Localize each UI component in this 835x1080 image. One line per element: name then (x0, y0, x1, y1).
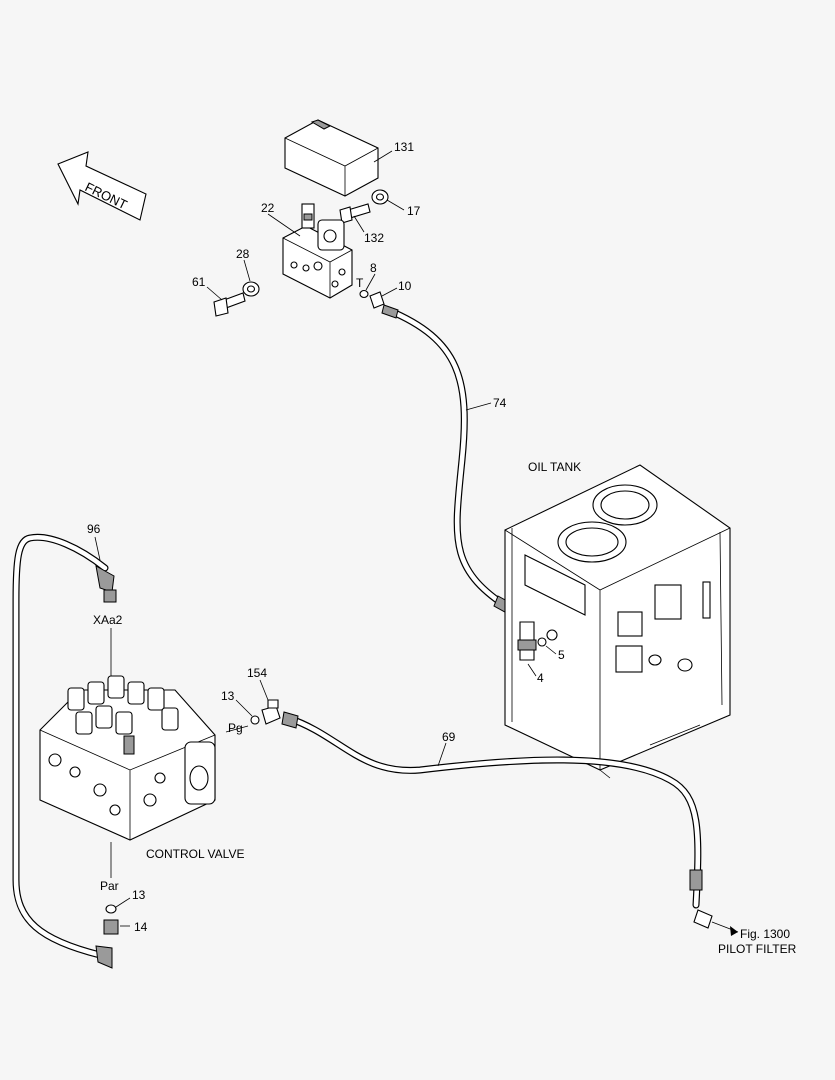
washer-part-17 (371, 189, 389, 205)
control-valve-label: CONTROL VALVE (146, 847, 244, 861)
adapter-part-10 (369, 291, 385, 309)
valve-block-part-22 (282, 203, 353, 299)
fig-ref-arrowhead (730, 926, 738, 936)
o-ring-part-13-lower (105, 904, 117, 914)
o-ring-part-8 (359, 289, 369, 299)
fig-ref-label: Fig. 1300 (740, 927, 790, 941)
elbow-part-154 (261, 699, 281, 725)
callout-8: 8 (370, 261, 377, 275)
callout-69: 69 (442, 730, 456, 744)
callout-5: 5 (558, 648, 565, 662)
port-par-label: Par (100, 879, 119, 893)
washer-part-28 (242, 281, 260, 297)
callout-28: 28 (236, 247, 250, 261)
front-arrow: FRONT (57, 151, 147, 221)
cover-part-131 (284, 119, 379, 197)
leader-pg (225, 725, 249, 733)
callout-14: 14 (134, 920, 148, 934)
oil-tank-label: OIL TANK (528, 460, 581, 474)
plug-part-14 (103, 919, 119, 935)
hose-part-69 (281, 711, 713, 929)
callout-13-upper: 13 (221, 689, 235, 703)
callout-96: 96 (87, 522, 101, 536)
bolt-part-132 (339, 203, 371, 224)
callout-74: 74 (493, 396, 507, 410)
bolt-part-61 (213, 292, 246, 317)
oil-tank (504, 464, 731, 779)
o-ring-part-5 (537, 637, 547, 647)
callout-131: 131 (394, 140, 414, 154)
control-valve (39, 675, 216, 841)
port-t-label: T (356, 276, 364, 290)
port-pg-label: Pg (228, 721, 243, 735)
hose-part-96 (12, 533, 115, 969)
callout-leaders (94, 150, 557, 927)
elbow-fitting-part-4 (517, 621, 537, 661)
pilot-filter-label: PILOT FILTER (718, 942, 797, 956)
hose-part-74 (381, 304, 517, 617)
callout-61: 61 (192, 275, 206, 289)
o-ring-part-13-upper (250, 715, 260, 725)
callout-17: 17 (407, 204, 421, 218)
callout-132: 132 (364, 231, 384, 245)
callout-10: 10 (398, 279, 412, 293)
fitting-xaa2 (103, 589, 117, 603)
callout-154: 154 (247, 666, 267, 680)
callout-22: 22 (261, 201, 275, 215)
callout-4: 4 (537, 671, 544, 685)
port-xaa2-label: XAa2 (93, 613, 123, 627)
callout-13-lower: 13 (132, 888, 146, 902)
